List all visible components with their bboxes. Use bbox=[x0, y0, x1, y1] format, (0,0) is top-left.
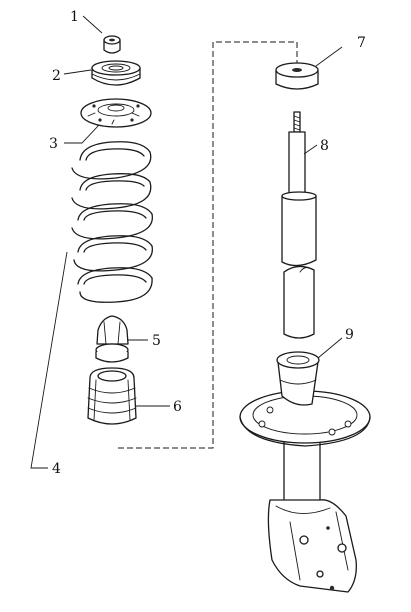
callout-4: 4 bbox=[52, 461, 61, 477]
callout-1: 1 bbox=[70, 9, 79, 25]
assembly-path-dashed bbox=[118, 41, 298, 449]
part-4-coil-spring bbox=[71, 141, 153, 303]
leader-2 bbox=[63, 69, 92, 75]
leader-1 bbox=[82, 15, 103, 34]
leader-lines bbox=[30, 15, 343, 469]
part-7-top-nut bbox=[275, 62, 319, 90]
leader-9 bbox=[317, 337, 343, 359]
callout-9: 9 bbox=[345, 327, 354, 343]
part-3-spring-seat bbox=[80, 98, 152, 128]
leader-3 bbox=[64, 124, 100, 144]
callout-6: 6 bbox=[173, 399, 182, 415]
leader-8 bbox=[303, 144, 318, 155]
callout-3: 3 bbox=[49, 136, 58, 152]
leader-7 bbox=[315, 46, 343, 67]
part-1-cap bbox=[103, 35, 121, 54]
leader-4 bbox=[30, 251, 68, 469]
part-5-bump-stop bbox=[95, 315, 129, 363]
part-8-piston-rod bbox=[281, 111, 317, 339]
callout-7: 7 bbox=[357, 35, 366, 51]
callout-8: 8 bbox=[320, 138, 329, 154]
part-9-strut-housing bbox=[239, 351, 371, 593]
callout-5: 5 bbox=[152, 333, 161, 349]
callout-2: 2 bbox=[52, 68, 61, 84]
part-2-upper-bearing bbox=[91, 60, 141, 86]
part-6-dust-boot bbox=[87, 367, 137, 425]
